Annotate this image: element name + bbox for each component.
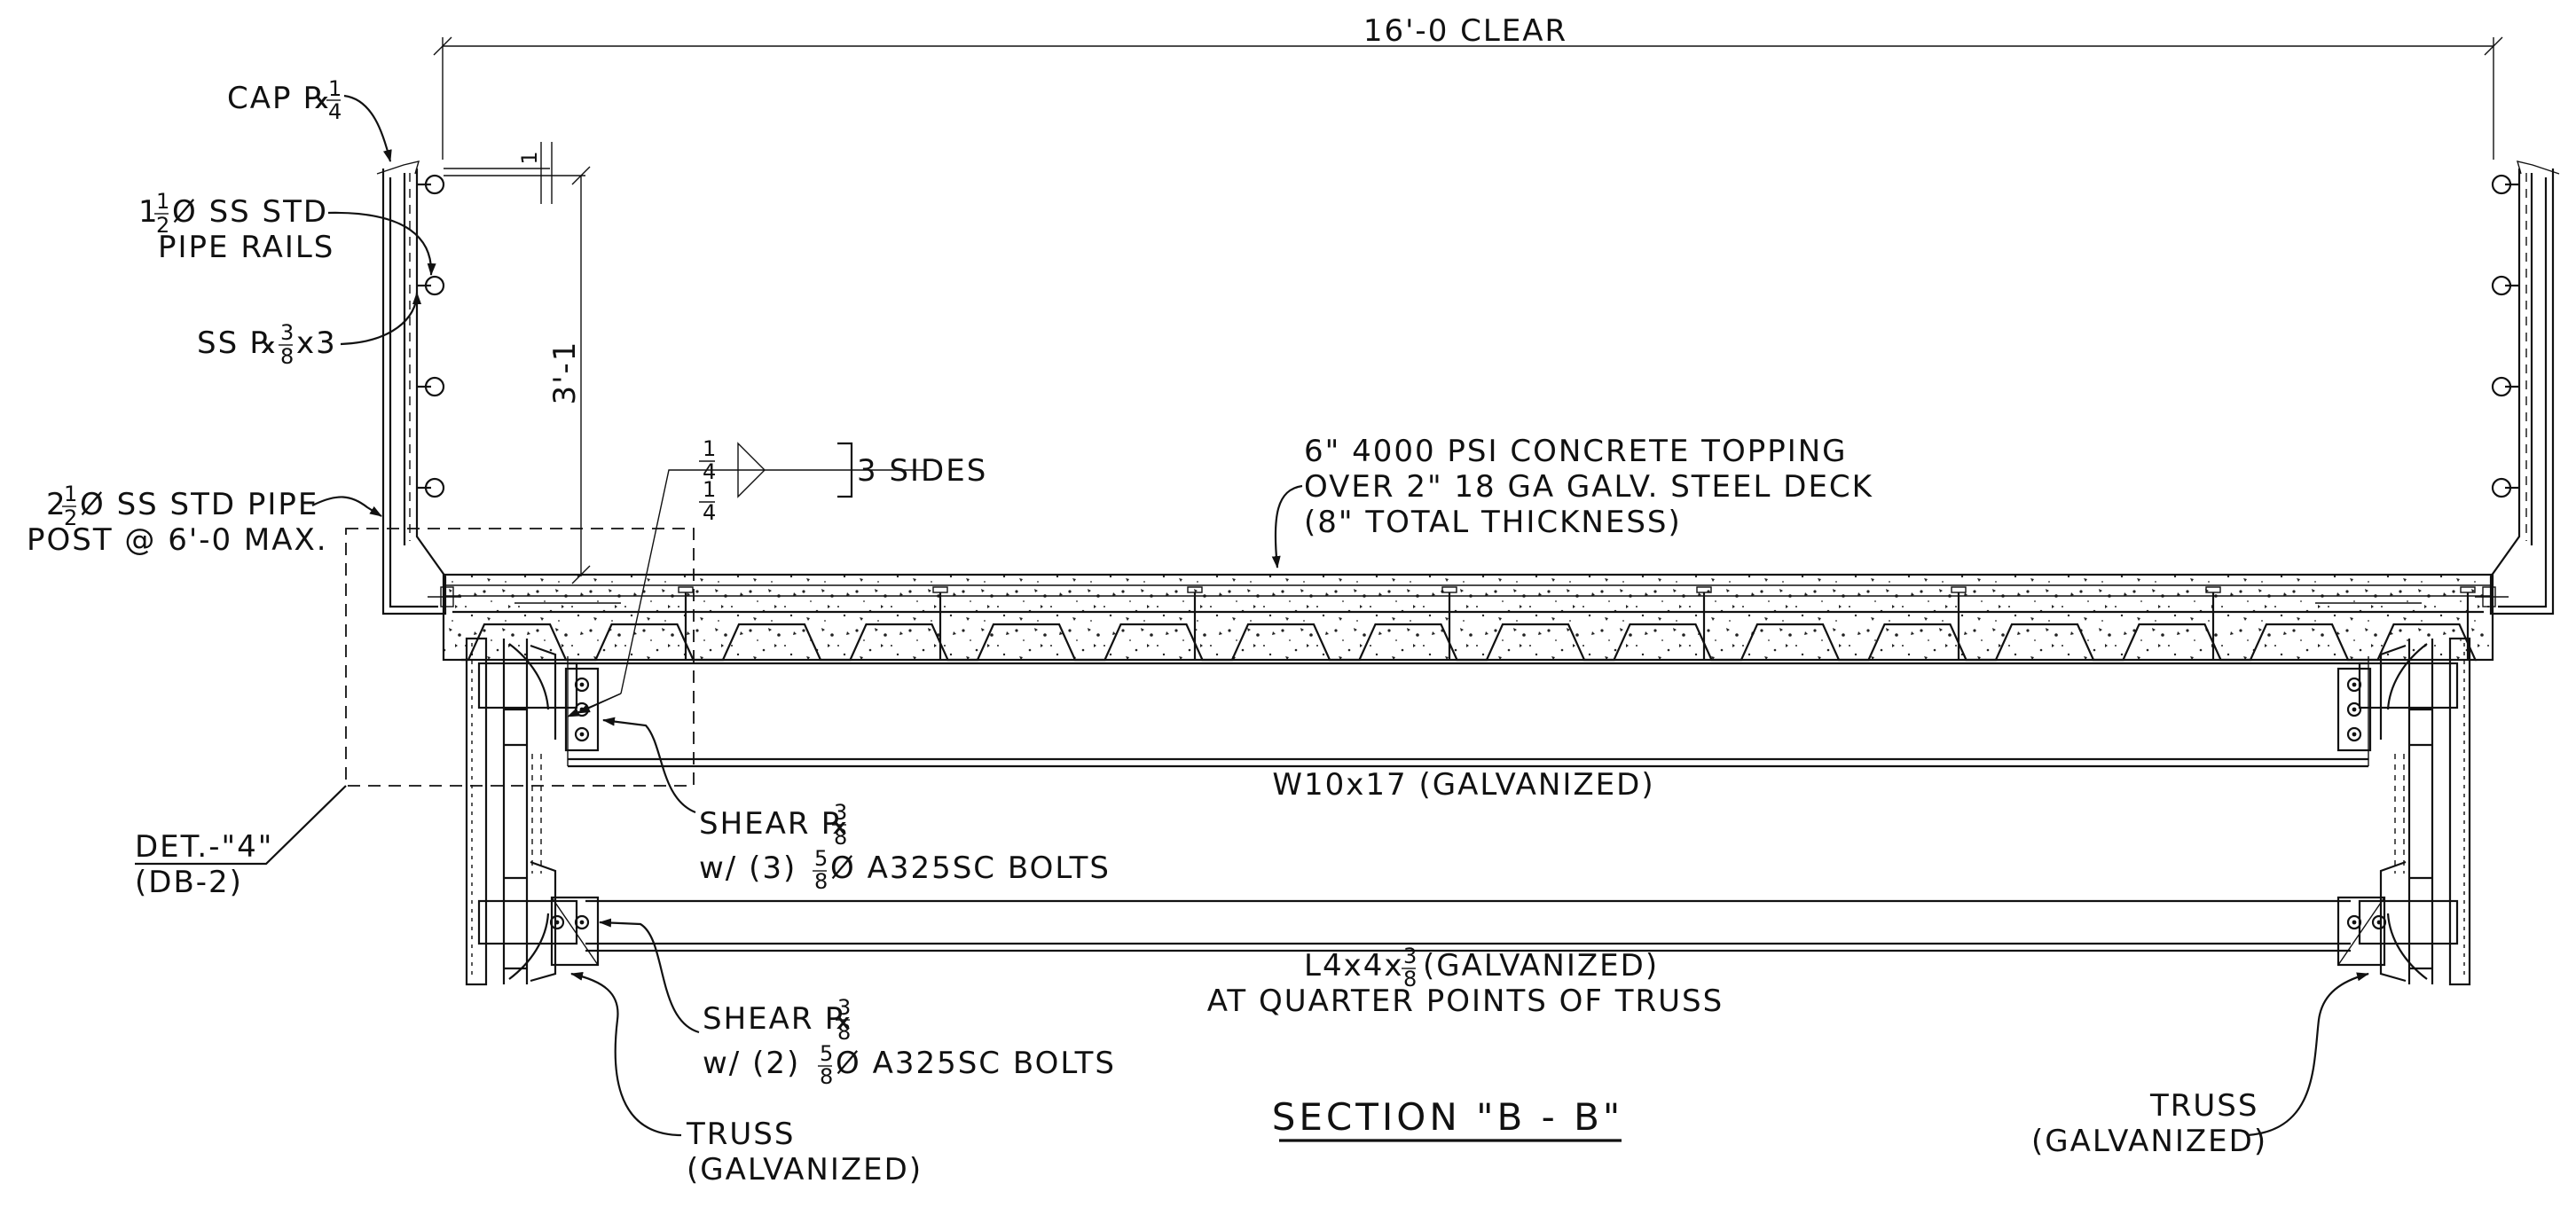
note-pipe-rails: 1 1 2 Ø SS STD PIPE RAILS (138, 189, 436, 276)
svg-text:4: 4 (703, 459, 716, 484)
right-truss-chord (2358, 637, 2471, 986)
svg-text:OVER 2" 18 GA GALV. STEEL DECK: OVER 2" 18 GA GALV. STEEL DECK (1304, 469, 1873, 505)
left-railing (376, 161, 447, 615)
svg-text:CAP ℞: CAP ℞ (227, 81, 333, 116)
svg-text:Ø A325SC BOLTS: Ø A325SC BOLTS (830, 850, 1111, 886)
section-title: SECTION "B - B" (1272, 1095, 1624, 1142)
left-truss-chord (465, 637, 578, 986)
shear-stud-head (1951, 586, 1967, 593)
note-slab: 6" 4000 PSI CONCRETE TOPPING OVER 2" 18 … (1271, 434, 1873, 568)
right-shear-plate-2-bolt (2336, 896, 2387, 967)
svg-text:1: 1 (64, 482, 77, 506)
svg-text:w/ (2): w/ (2) (703, 1046, 800, 1081)
pipe-rail-right-3 (2491, 376, 2519, 397)
weld-symbol: 1 4 1 4 3 SIDES (567, 436, 987, 717)
note-pipe-post: 2 1 2 Ø SS STD PIPE POST @ 6'-0 MAX. (27, 482, 382, 558)
concrete-slab (428, 573, 2509, 662)
svg-text:2: 2 (64, 506, 77, 530)
shear-stud-head (1696, 586, 1712, 593)
svg-text:POST @ 6'-0 MAX.: POST @ 6'-0 MAX. (27, 522, 328, 558)
detail-sheet-label: (DB-2) (135, 865, 243, 900)
svg-text:4: 4 (328, 99, 342, 124)
svg-text:TRUSS: TRUSS (686, 1117, 795, 1152)
svg-text:TRUSS: TRUSS (2149, 1088, 2258, 1124)
svg-text:Ø SS STD: Ø SS STD (172, 194, 328, 230)
svg-text:3: 3 (837, 995, 851, 1020)
svg-text:8: 8 (820, 1064, 833, 1089)
svg-text:3: 3 (834, 800, 847, 825)
svg-text:(8" TOTAL THICKNESS): (8" TOTAL THICKNESS) (1304, 505, 1682, 540)
svg-text:(GALVANIZED): (GALVANIZED) (2031, 1124, 2267, 1159)
note-angle: L4x4x 3 8 (GALVANIZED) AT QUARTER POINTS… (1207, 944, 1724, 1019)
right-railing (2489, 161, 2560, 615)
svg-text:SS ℞: SS ℞ (197, 325, 279, 361)
pipe-rail-right-4 (2491, 477, 2519, 498)
svg-text:Ø SS STD PIPE: Ø SS STD PIPE (80, 487, 318, 522)
svg-text:SHEAR ℞: SHEAR ℞ (703, 1001, 854, 1037)
shear-stud-head (2205, 586, 2221, 593)
left-shear-plate-2-bolt (549, 896, 600, 967)
detail-ref-label: DET.-"4" (135, 829, 273, 865)
left-shear-plate-3-bolt (564, 667, 600, 752)
clear-span-dimension: 16'-0 CLEAR (433, 13, 2503, 160)
rail-height-label: 3'-1 (547, 341, 583, 405)
note-truss-left: TRUSS (GALVANIZED) (570, 971, 923, 1187)
svg-text:5: 5 (814, 846, 828, 871)
svg-text:AT QUARTER POINTS OF TRUSS: AT QUARTER POINTS OF TRUSS (1207, 984, 1724, 1019)
pipe-rail-left-4 (417, 477, 445, 498)
svg-text:1: 1 (328, 76, 342, 101)
svg-text:w/ (3): w/ (3) (699, 850, 797, 886)
rail-height-dimension: 3'-1 1 (444, 142, 591, 584)
weld-note-label: 3 SIDES (857, 453, 987, 489)
svg-text:6" 4000 PSI CONCRETE TOPPING: 6" 4000 PSI CONCRETE TOPPING (1304, 434, 1848, 469)
pipe-rail-left-2 (417, 275, 445, 296)
svg-text:3: 3 (1403, 944, 1417, 968)
pipe-rail-right-2 (2491, 275, 2519, 296)
svg-text:1: 1 (138, 194, 160, 230)
svg-text:3: 3 (280, 320, 294, 345)
svg-text:8: 8 (814, 869, 828, 894)
svg-text:x3: x3 (296, 325, 337, 361)
svg-text:PIPE RAILS: PIPE RAILS (158, 230, 334, 265)
svg-text:8: 8 (834, 825, 847, 850)
shear-stud-head (2460, 586, 2476, 593)
svg-text:(GALVANIZED): (GALVANIZED) (687, 1152, 923, 1187)
l4x4-angle-brace (585, 899, 2351, 952)
shear-stud-head (1187, 586, 1203, 593)
pipe-rail-left-1 (417, 174, 445, 195)
rail-offset-label: 1 (517, 151, 542, 164)
section-title-label: SECTION "B - B" (1272, 1095, 1624, 1139)
svg-text:2: 2 (46, 487, 67, 522)
svg-text:L4x4x: L4x4x (1304, 948, 1403, 984)
svg-text:SHEAR ℞: SHEAR ℞ (699, 806, 851, 842)
note-cap-plate: CAP ℞ 1 4 (227, 76, 392, 162)
svg-text:(GALVANIZED): (GALVANIZED) (1423, 948, 1659, 984)
pipe-rail-right-1 (2491, 174, 2519, 195)
shear-stud-head (1441, 586, 1457, 593)
pipe-rail-left-3 (417, 376, 445, 397)
beam-label: W10x17 (GALVANIZED) (1272, 767, 1654, 803)
note-shear-plate-2-bolt: SHEAR ℞ 3 8 w/ (2) 5 8 Ø A325SC BOLTS (599, 918, 1116, 1089)
note-ss-plate: SS ℞ 3 8 x3 (197, 292, 421, 369)
svg-text:2: 2 (156, 213, 169, 238)
weld-size-bottom: 1 (703, 477, 716, 502)
weld-size-top: 1 (703, 436, 716, 461)
shear-stud-head (678, 586, 694, 593)
svg-text:5: 5 (820, 1041, 833, 1066)
w10-floor-beam (567, 656, 2369, 768)
svg-text:8: 8 (280, 344, 294, 369)
note-truss-right: TRUSS (GALVANIZED) (2031, 972, 2369, 1159)
detail-4-callout: DET.-"4" (DB-2) (135, 528, 695, 900)
svg-text:Ø A325SC BOLTS: Ø A325SC BOLTS (836, 1046, 1116, 1081)
shear-stud-head (932, 586, 948, 593)
clear-span-label: 16'-0 CLEAR (1363, 13, 1567, 49)
right-shear-plate-3-bolt (2336, 667, 2372, 752)
svg-text:4: 4 (703, 500, 716, 525)
svg-text:8: 8 (837, 1020, 851, 1045)
note-shear-plate-3-bolt: SHEAR ℞ 3 8 w/ (3) 5 8 Ø A325SC BOLTS (602, 717, 1111, 894)
svg-text:1: 1 (156, 189, 169, 214)
svg-text:8: 8 (1403, 967, 1417, 991)
